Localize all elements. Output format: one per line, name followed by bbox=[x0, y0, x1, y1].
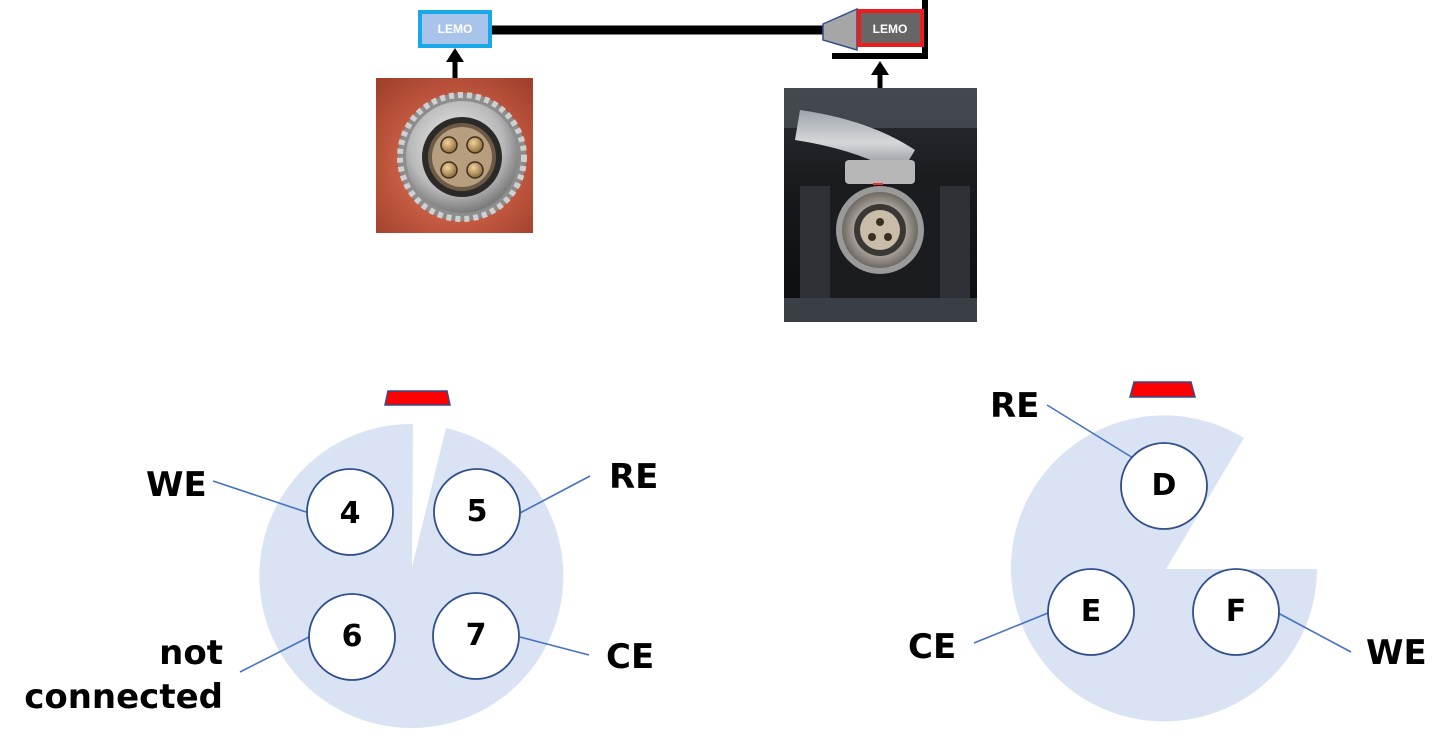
leader-pin5 bbox=[519, 475, 591, 514]
leader-pin6 bbox=[239, 636, 310, 673]
pin-6-signal-line1: not bbox=[159, 633, 223, 673]
pin-E-signal: CE bbox=[908, 627, 956, 667]
right-arrow bbox=[871, 61, 889, 88]
cable-assembly: LEMO LEMO bbox=[418, 0, 928, 88]
left-key-marker bbox=[384, 390, 451, 406]
left-arrow bbox=[446, 48, 464, 78]
right-socket-photo bbox=[784, 88, 977, 322]
left-lemo-connector: LEMO bbox=[418, 10, 492, 48]
right-pinout: D E F RE CE WE bbox=[908, 381, 1427, 722]
pin-7-signal: CE bbox=[606, 637, 654, 677]
pin-4-label: 4 bbox=[340, 496, 361, 531]
pin-5-label: 5 bbox=[467, 494, 488, 529]
left-plug-photo bbox=[376, 78, 533, 233]
pin-7: 7 bbox=[432, 592, 520, 680]
pin-4: 4 bbox=[306, 468, 394, 556]
pin-E: E bbox=[1047, 568, 1135, 656]
right-lemo-connector: LEMO bbox=[857, 9, 924, 47]
leader-pin7 bbox=[519, 636, 590, 656]
pin-E-label: E bbox=[1081, 594, 1102, 629]
pin-5: 5 bbox=[433, 468, 521, 556]
pin-6: 6 bbox=[308, 593, 396, 681]
left-pinout: 4 5 6 7 WE RE not connected CE bbox=[24, 390, 658, 728]
leader-pinF bbox=[1277, 612, 1352, 653]
pin-D-label: D bbox=[1152, 468, 1177, 503]
pin-4-signal: WE bbox=[146, 465, 207, 505]
pin-D-signal: RE bbox=[990, 386, 1039, 426]
leader-pin4 bbox=[212, 480, 307, 513]
left-pinout-disc bbox=[259, 423, 564, 728]
leader-pinE bbox=[973, 612, 1049, 644]
pin-F-signal: WE bbox=[1366, 633, 1427, 673]
right-connector-cone bbox=[822, 7, 858, 52]
pin-6-signal-line2: connected bbox=[24, 677, 223, 717]
left-lemo-label: LEMO bbox=[438, 22, 473, 36]
right-key-marker bbox=[1129, 381, 1196, 398]
right-lemo-label: LEMO bbox=[873, 22, 908, 36]
leader-pinD bbox=[1046, 404, 1134, 459]
pin-7-label: 7 bbox=[466, 618, 487, 653]
pin-F: F bbox=[1192, 568, 1280, 656]
cable-bracket bbox=[832, 0, 928, 59]
pin-D: D bbox=[1120, 442, 1208, 530]
pin-5-signal: RE bbox=[609, 457, 658, 497]
pin-6-label: 6 bbox=[342, 619, 363, 654]
pin-F-label: F bbox=[1226, 594, 1247, 629]
